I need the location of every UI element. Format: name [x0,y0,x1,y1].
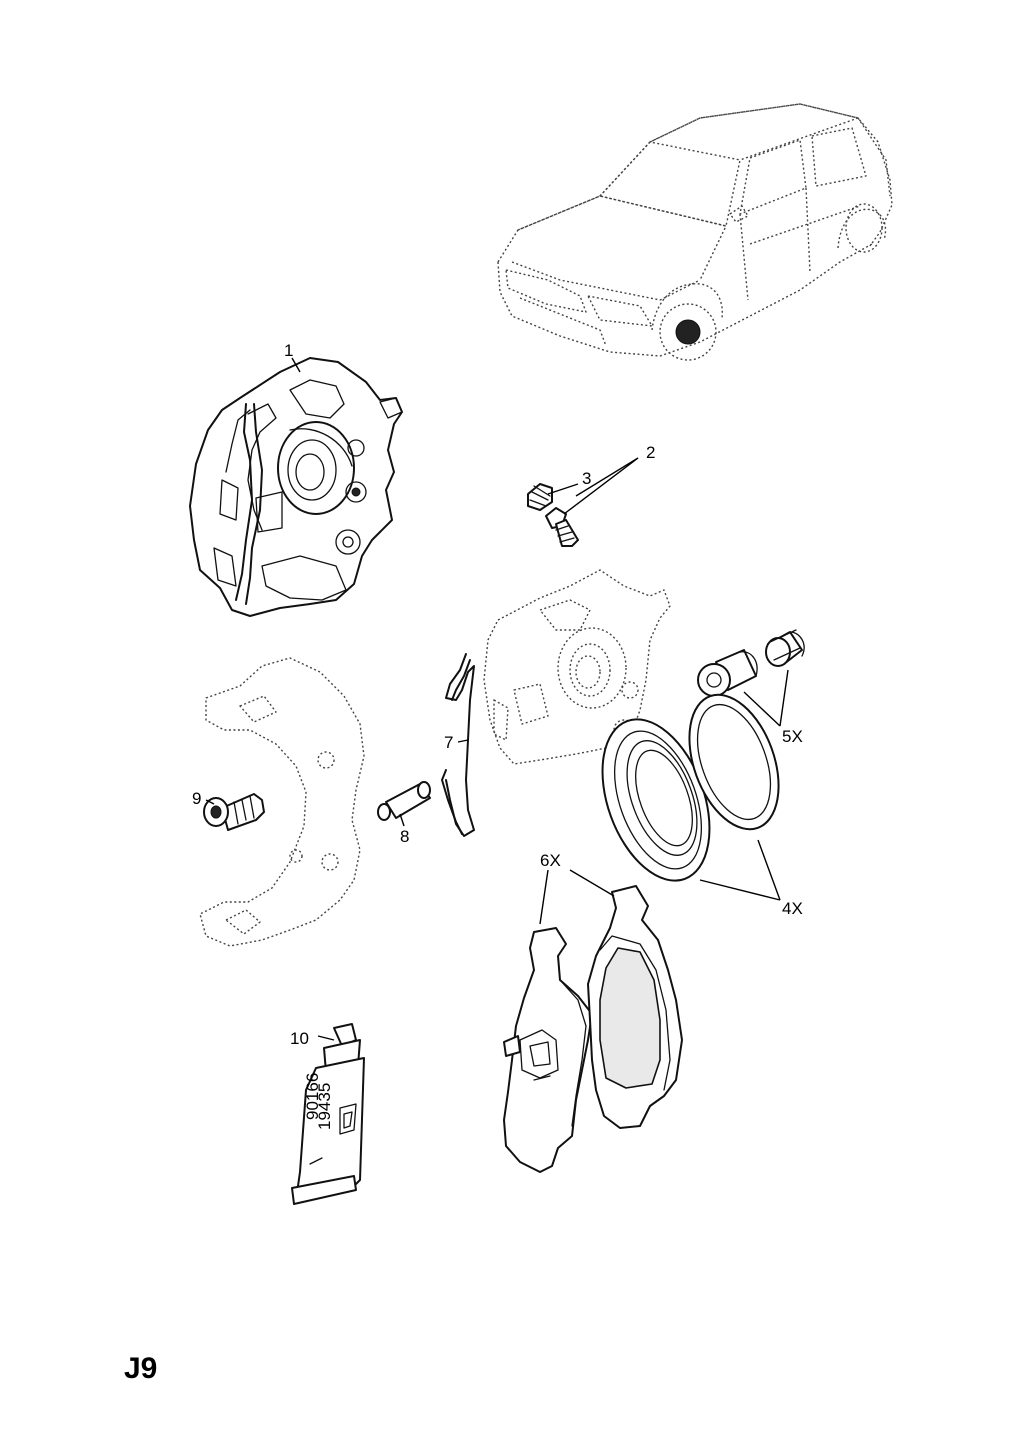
callout-5: 5X [782,727,803,746]
callout-2: 2 [646,443,655,462]
callout-3: 3 [582,469,591,488]
grease-tube-10: 90166 19435 [291,1023,365,1205]
vehicle-illustration [497,103,893,361]
brake-pad-outer-6 [587,885,683,1129]
guide-pin-8 [377,781,431,821]
callout-1: 1 [284,341,293,360]
callout-4: 4X [782,899,803,918]
caliper-carrier [199,657,365,947]
bolt-9 [203,793,265,831]
callout-7: 7 [444,733,453,752]
leader-lines [205,357,789,1041]
page-code: J9 [124,1352,157,1385]
caliper-housing-assembled [483,569,671,765]
bleed-screw-2 [545,507,579,547]
tube-print-line1: 90166 [303,1073,322,1120]
callout-6: 6X [540,851,561,870]
callout-8: 8 [400,827,409,846]
brake-pad-inner-6 [503,927,593,1173]
bleed-screw-cap-3 [527,483,553,511]
guide-bushing-5 [697,629,805,697]
tube-print-line2: 19435 [315,1083,334,1130]
callout-9: 9 [192,789,201,808]
dust-boot-4 [688,693,780,831]
spring-clip-7 [441,653,475,837]
callout-10: 10 [290,1029,309,1048]
caliper-housing-1 [189,357,403,617]
